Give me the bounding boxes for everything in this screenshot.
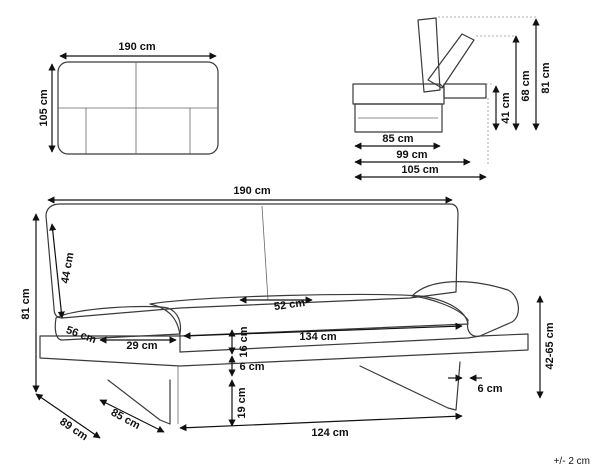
- depth-dimension: [35, 393, 101, 439]
- back-height-label: 44 cm: [59, 251, 76, 284]
- left-arm-cushion: [54, 305, 182, 341]
- side-back-rear: [417, 17, 441, 93]
- side-total-height-label: 81 cm: [540, 62, 552, 93]
- front-width-label: 190 cm: [233, 185, 271, 197]
- tolerance-note: +/- 2 cm: [554, 456, 590, 467]
- leg-width-label: 6 cm: [477, 383, 502, 395]
- right-arm-cushion: [411, 281, 519, 337]
- leg-height-label: 19 cm: [236, 387, 248, 418]
- side-view: 85 cm 99 cm 105 cm 41 cm 68 cm 81 cm: [352, 16, 552, 181]
- base-depth-label: 85 cm: [109, 407, 142, 432]
- arm-width-label: 29 cm: [126, 340, 157, 352]
- sofa-backrest: [45, 203, 459, 319]
- side-mid-depth-label: 99 cm: [396, 149, 427, 161]
- arm-depth-label: 56 cm: [64, 324, 98, 346]
- arm-height-range-label: 42-65 cm: [544, 322, 556, 369]
- side-seat-depth-label: 85 cm: [382, 133, 413, 145]
- frame-height-label: 6 cm: [239, 361, 264, 373]
- top-depth-label: 105 cm: [38, 89, 50, 127]
- top-view: 190 cm 105 cm: [38, 41, 219, 155]
- side-full-depth-label: 105 cm: [401, 164, 439, 176]
- side-back-front: [427, 33, 475, 89]
- total-height-label: 81 cm: [20, 288, 32, 319]
- top-width-label: 190 cm: [118, 41, 156, 53]
- leg-span-dimension: [179, 412, 463, 432]
- cushion-height-label: 16 cm: [238, 326, 250, 357]
- right-leg-frame: [359, 361, 461, 411]
- side-seat-outline: [352, 83, 445, 105]
- back-height-dimension: [49, 223, 65, 319]
- seat-width-label: 134 cm: [299, 331, 337, 343]
- backrest-center-seam: [261, 205, 269, 301]
- side-seat-height-label: 41 cm: [500, 92, 512, 123]
- seat-depth-label: 52 cm: [273, 297, 306, 313]
- leg-span-label: 124 cm: [311, 427, 349, 439]
- base-depth-dimension: [99, 399, 165, 433]
- side-arm-rest: [443, 83, 487, 99]
- side-frame-outline: [354, 103, 443, 133]
- seat-cushion: [149, 293, 469, 337]
- front-view: 190 cm 44 cm 81 cm 56 cm 29 cm 52 cm 134…: [20, 185, 556, 443]
- sofa-base-frame: [39, 333, 529, 367]
- side-back-height-label: 68 cm: [520, 70, 532, 101]
